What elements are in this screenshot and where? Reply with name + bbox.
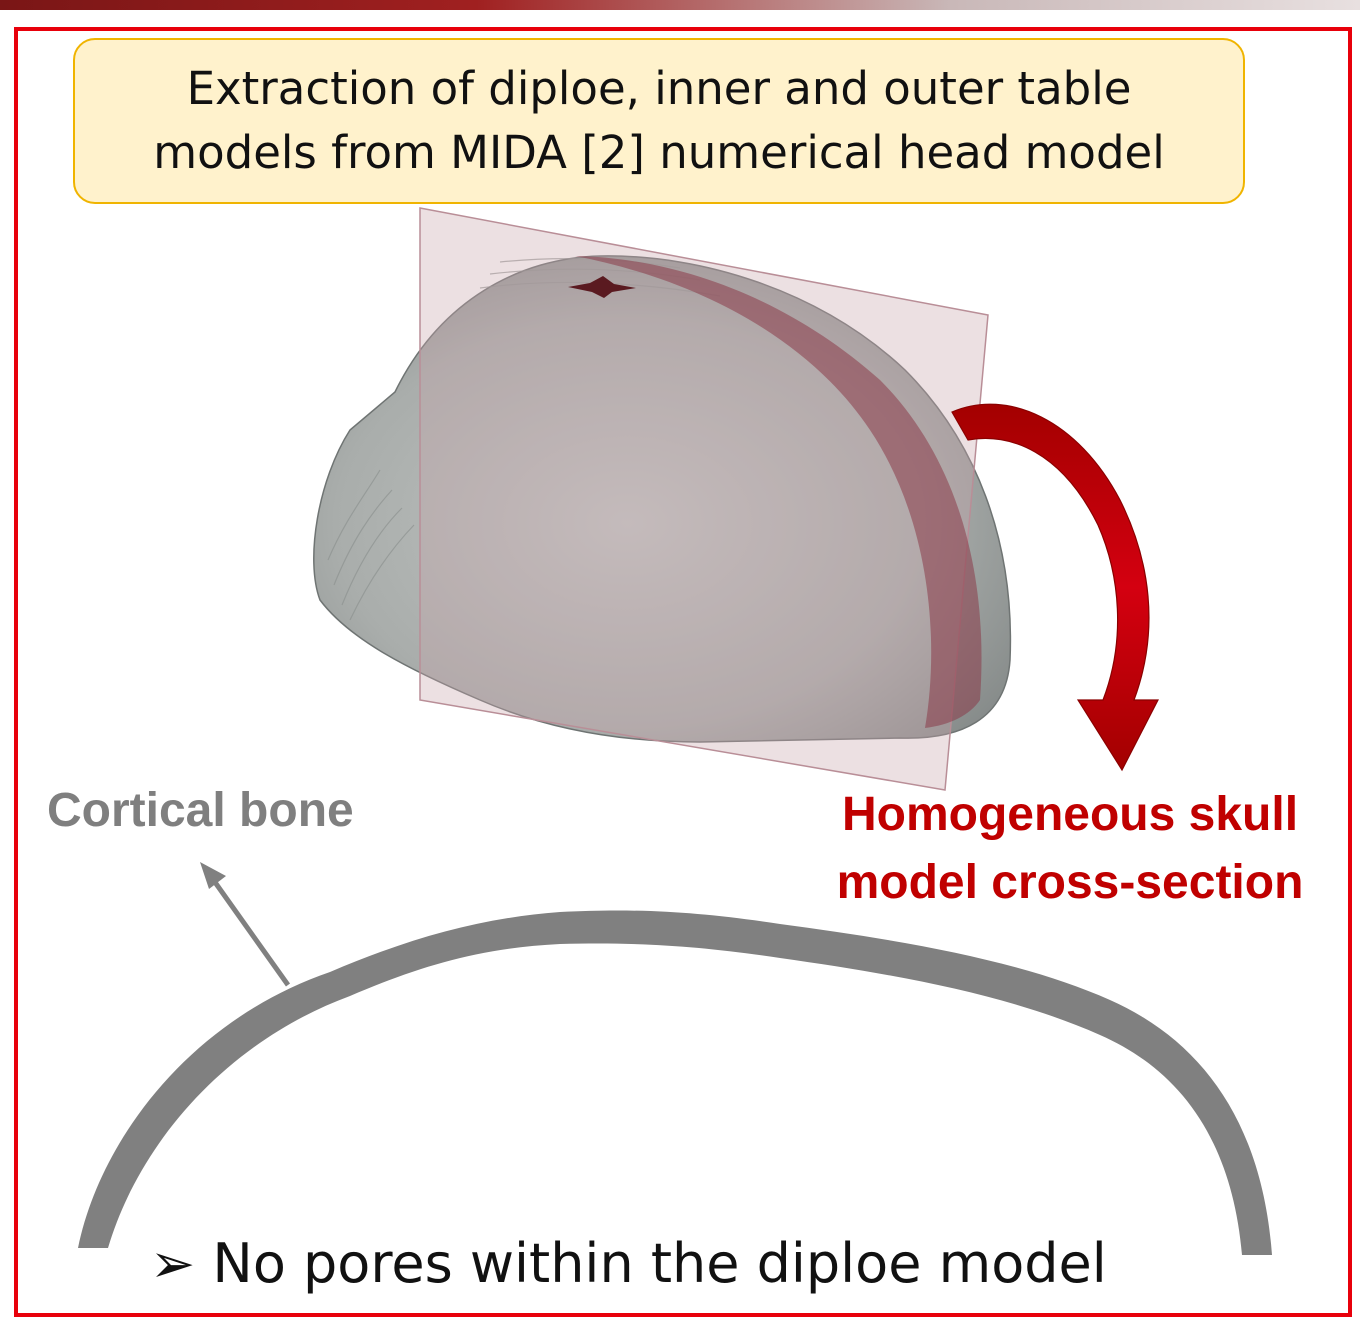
- bullet-arrow-icon: ➢: [150, 1232, 195, 1295]
- homogeneous-label-line-1: Homogeneous skull: [790, 781, 1350, 849]
- bullet-text: No pores within the diploe model: [212, 1232, 1106, 1295]
- bullet-point: ➢ No pores within the diploe model: [150, 1232, 1107, 1295]
- skull-3d-model: [314, 208, 1011, 790]
- cross-section-band: [78, 911, 1272, 1256]
- cortical-bone-label: Cortical bone: [47, 783, 354, 838]
- homogeneous-label-line-2: model cross-section: [790, 849, 1350, 917]
- cortical-pointer-arrow: [200, 862, 288, 985]
- homogeneous-skull-label: Homogeneous skull model cross-section: [790, 781, 1350, 917]
